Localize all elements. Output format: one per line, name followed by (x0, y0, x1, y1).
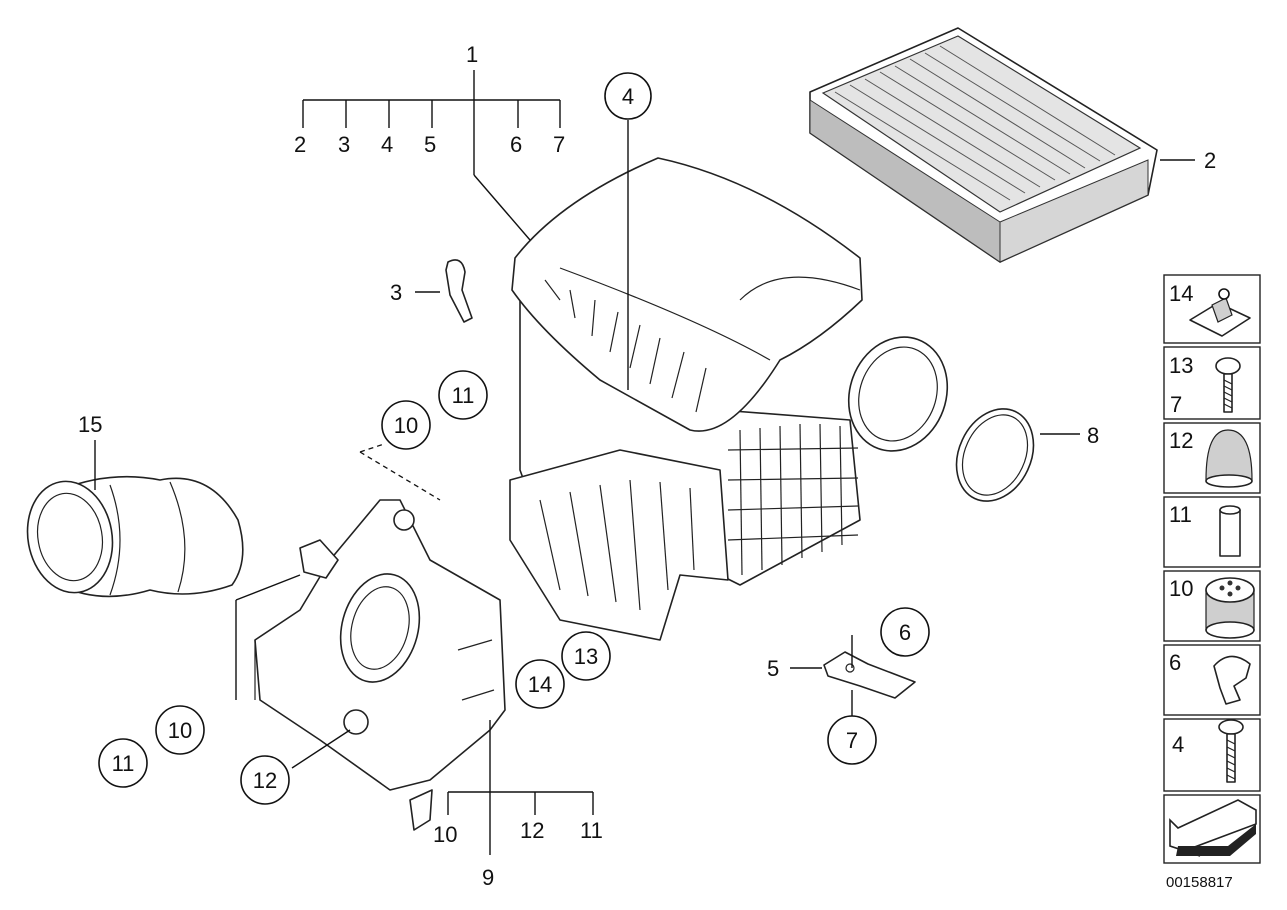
clamp-part[interactable] (445, 259, 473, 323)
diagram-number: 00158817 (1166, 874, 1233, 891)
legend-cell-11[interactable]: 11 (1163, 496, 1261, 568)
legend-cell-4[interactable]: 4 (1163, 718, 1261, 792)
callout-4[interactable]: 4 (604, 72, 652, 120)
callout-11-low-text: 11 (112, 751, 135, 776)
callout-7-text: 7 (846, 728, 858, 753)
seal-ring[interactable] (942, 396, 1048, 513)
callout-10-low[interactable]: 10 (155, 705, 205, 755)
intake-duct-bracket[interactable] (254, 499, 506, 831)
clamp-icon (1213, 655, 1251, 705)
callout-10-top[interactable]: 10 (381, 400, 431, 450)
legend-num-6: 6 (1169, 650, 1181, 675)
intake-boot[interactable] (19, 475, 244, 600)
legend-num-7: 7 (1170, 392, 1182, 417)
label-7a: 7 (553, 132, 565, 157)
callout-11-low[interactable]: 11 (98, 738, 148, 788)
label-6a: 6 (510, 132, 522, 157)
label-9: 9 (482, 865, 494, 890)
legend-num-13: 13 (1169, 353, 1193, 378)
label-10a: 10 (433, 822, 457, 847)
label-12a: 12 (520, 818, 544, 843)
screw-icon (1218, 719, 1244, 783)
legend-panel: 14 13 7 12 (1163, 274, 1261, 864)
label-8: 8 (1087, 423, 1099, 448)
callout-14[interactable]: 14 (515, 659, 565, 709)
legend-cell-14[interactable]: 14 (1163, 274, 1261, 344)
bracket-plate[interactable] (823, 651, 916, 699)
callout-13[interactable]: 13 (561, 631, 611, 681)
leader-lines (94, 70, 1195, 855)
label-2a: 2 (294, 132, 306, 157)
callout-13-text: 13 (574, 644, 598, 669)
legend-num-12: 12 (1169, 428, 1193, 453)
air-filter-element[interactable] (809, 27, 1158, 263)
label-2: 2 (1204, 148, 1216, 173)
label-5a: 5 (424, 132, 436, 157)
callout-14-text: 14 (528, 672, 552, 697)
cap-icon (1205, 429, 1253, 488)
sleeve-icon (1219, 505, 1241, 557)
callout-10-low-text: 10 (168, 718, 192, 743)
callout-4-text: 4 (622, 84, 634, 109)
clip-nut-icon (1189, 288, 1251, 337)
label-3: 3 (390, 280, 402, 305)
legend-num-4: 4 (1172, 732, 1184, 757)
legend-cell-6[interactable]: 6 (1163, 644, 1261, 716)
legend-num-11: 11 (1169, 502, 1192, 527)
callout-6[interactable]: 6 (880, 607, 930, 657)
label-11a: 11 (580, 818, 603, 843)
legend-num-14: 14 (1169, 281, 1193, 306)
legend-cell-12[interactable]: 12 (1163, 422, 1261, 494)
legend-cell-13-7[interactable]: 13 7 (1163, 346, 1261, 420)
callout-6-text: 6 (899, 620, 911, 645)
label-3a: 3 (338, 132, 350, 157)
callout-11-top[interactable]: 11 (438, 370, 488, 420)
screw-icon (1215, 357, 1241, 413)
callout-12-text: 12 (253, 768, 277, 793)
arrow-icon (1169, 799, 1257, 857)
legend-num-10: 10 (1169, 576, 1193, 601)
label-5: 5 (767, 656, 779, 681)
legend-cell-arrow[interactable] (1163, 794, 1261, 864)
legend-cell-10[interactable]: 10 (1163, 570, 1261, 642)
label-1: 1 (466, 42, 478, 67)
callout-10-top-text: 10 (394, 413, 418, 438)
callout-7[interactable]: 7 (827, 715, 877, 765)
label-15: 15 (78, 412, 102, 437)
label-4a: 4 (381, 132, 393, 157)
callout-12[interactable]: 12 (240, 755, 290, 805)
callout-11-top-text: 11 (452, 383, 475, 408)
grommet-icon (1205, 577, 1255, 639)
air-filter-housing[interactable] (509, 157, 963, 641)
